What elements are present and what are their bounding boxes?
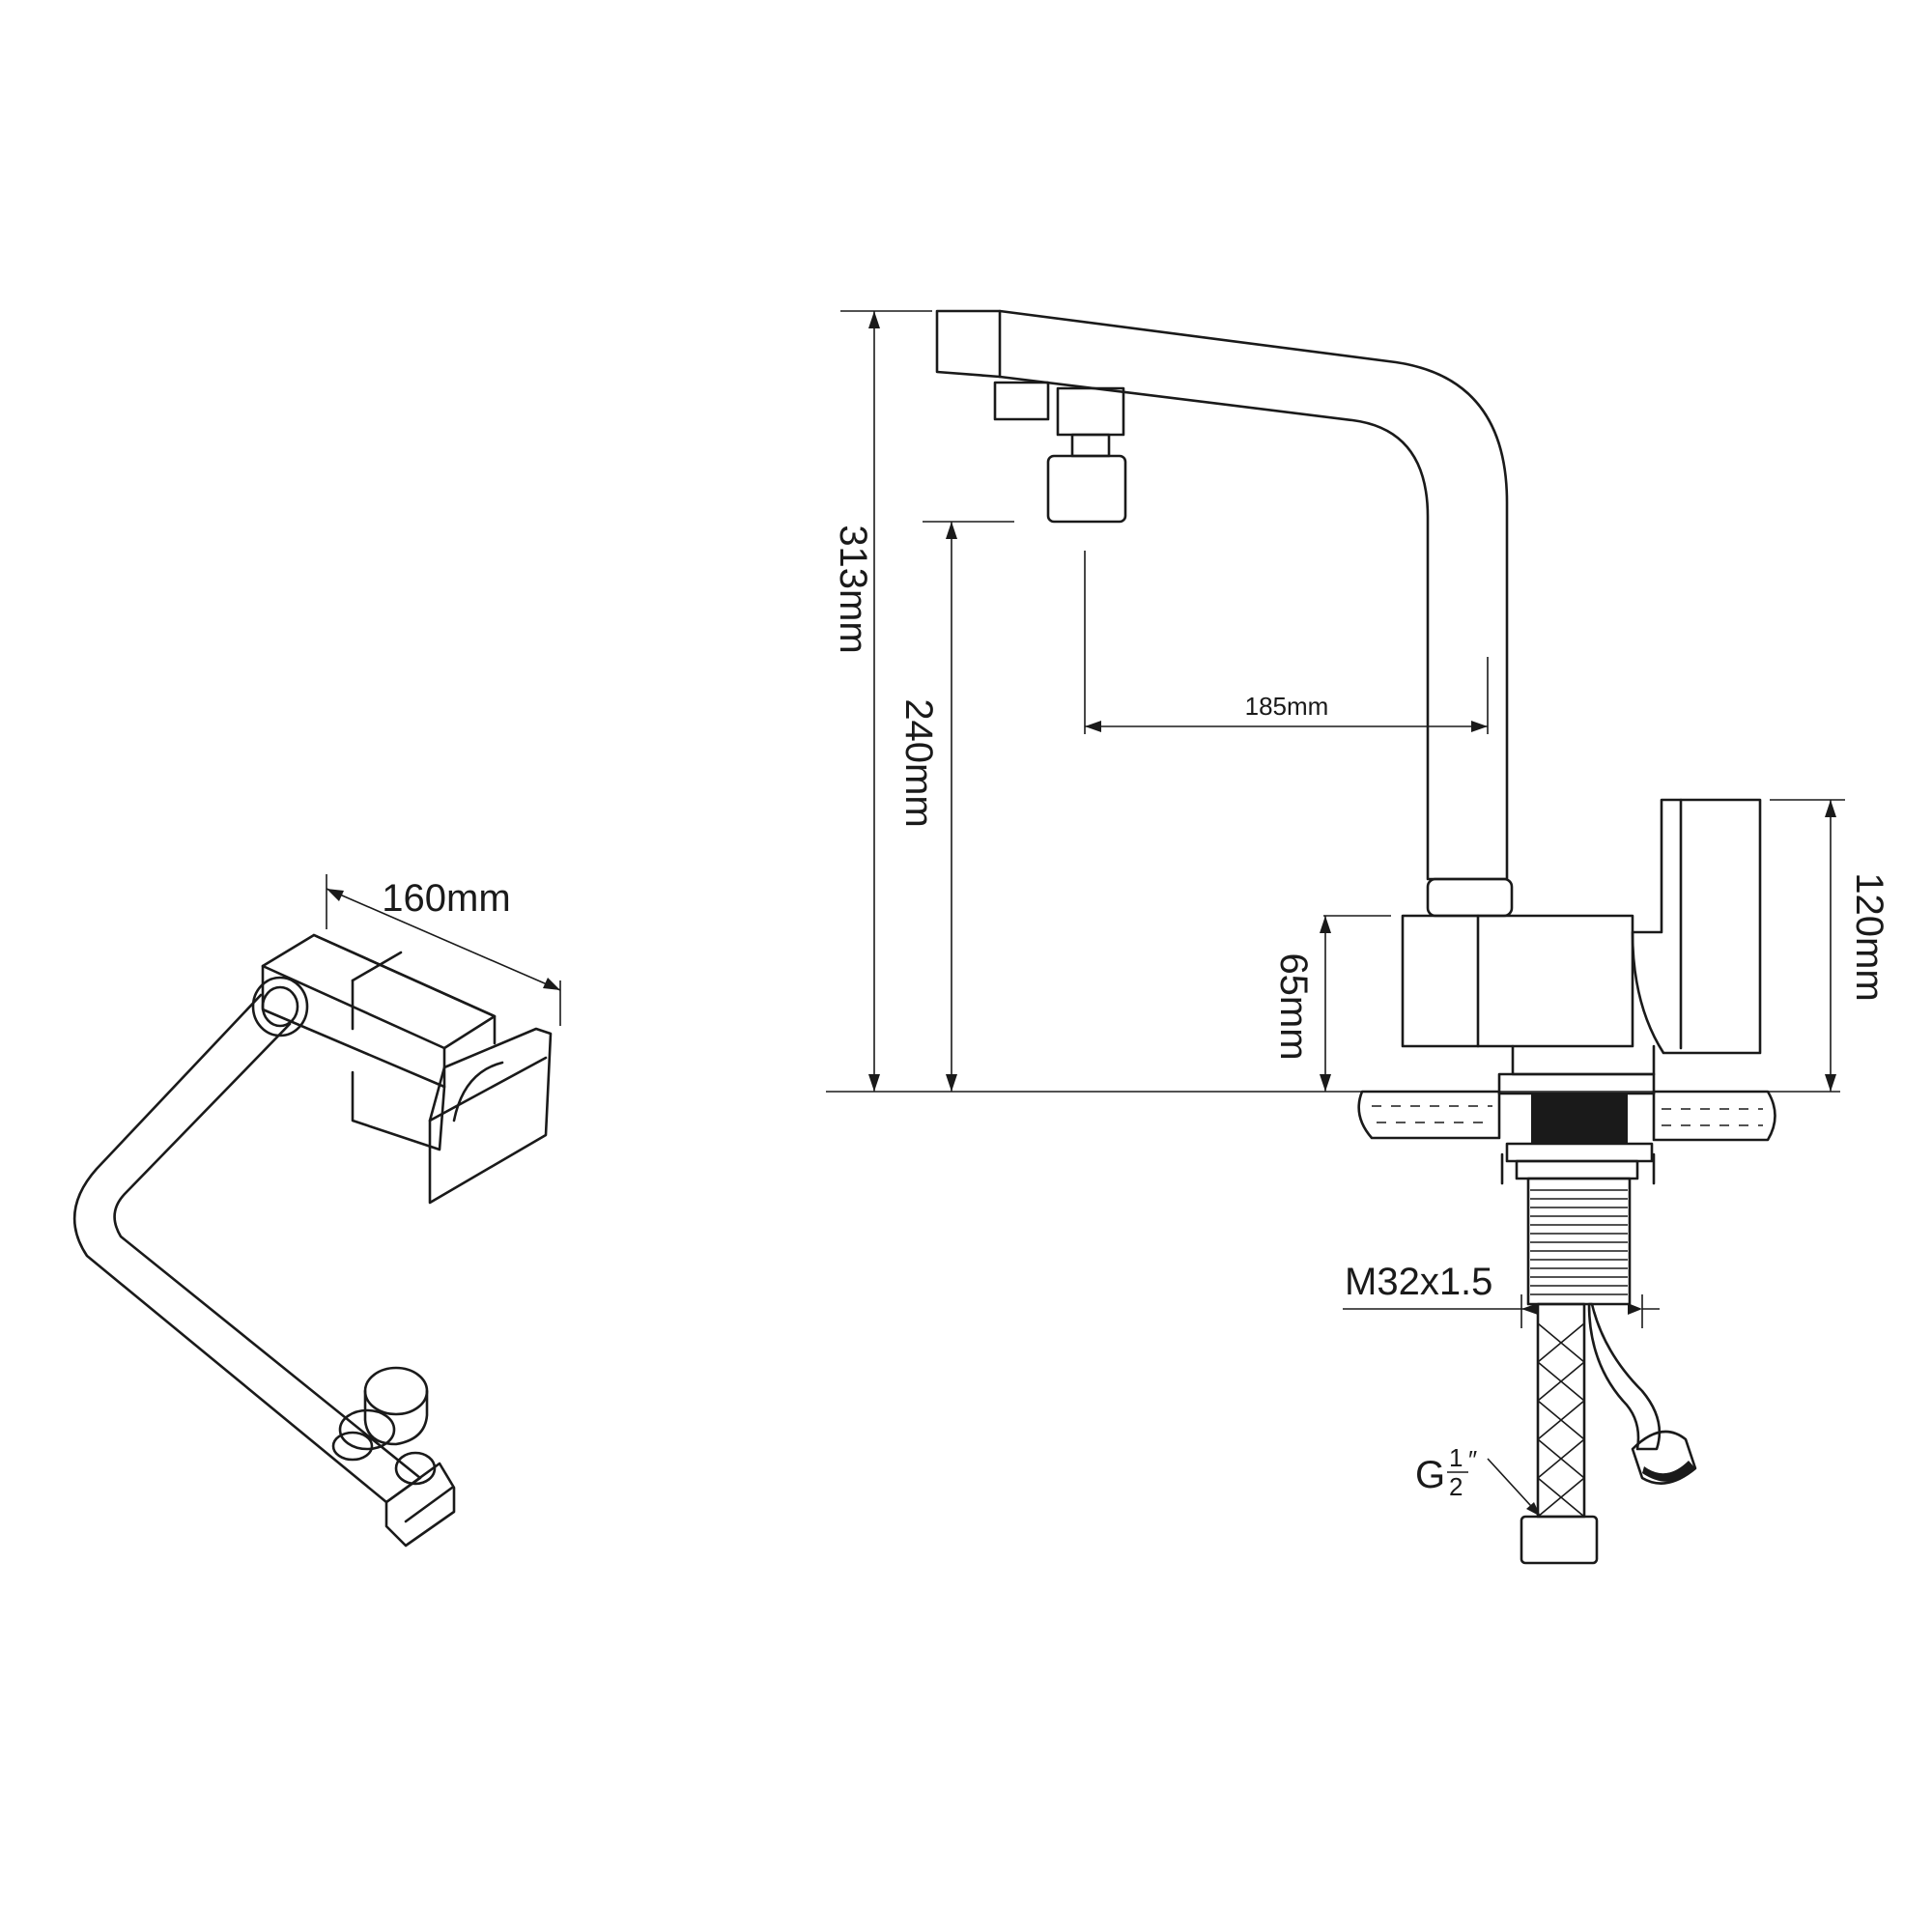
aerator — [993, 381, 1127, 524]
dimension-label-thread: M32x1.5 — [1345, 1261, 1492, 1303]
dimension-body-height: 65mm — [1272, 915, 1391, 1092]
spout — [935, 309, 1509, 881]
dimension-label-65mm: 65mm — [1272, 952, 1315, 1060]
dimension-label-240mm: 240mm — [897, 698, 940, 827]
iso-handle — [428, 1027, 553, 1205]
supply-hoses — [1520, 1302, 1697, 1565]
connector-label: G 1 2 ″ — [1415, 1443, 1542, 1518]
dimension-thread: M32x1.5 — [1343, 1261, 1660, 1328]
iso-body — [261, 933, 497, 1151]
dimension-total-height: 313mm — [832, 310, 932, 1092]
dimension-top-width: 160mm — [326, 874, 561, 1026]
connector-numerator: 1 — [1449, 1443, 1463, 1472]
dimension-label-185mm: 185mm — [1245, 692, 1329, 721]
lever-handle — [1631, 798, 1762, 1055]
mounting-shank — [1500, 1152, 1656, 1306]
faucet-body — [1401, 877, 1656, 1095]
dimension-label-120mm: 120mm — [1848, 872, 1890, 1001]
connector-letter: G — [1415, 1454, 1445, 1496]
countertop — [1357, 1090, 1776, 1163]
iso-spout — [72, 976, 422, 1504]
connector-mark: ″ — [1468, 1445, 1477, 1474]
dimension-spout-height: 240mm — [897, 521, 1014, 1092]
dimension-label-313mm: 313mm — [832, 525, 874, 653]
dimension-label-160mm: 160mm — [382, 877, 510, 920]
isometric-view: 160mm — [72, 874, 561, 1548]
iso-aerator — [331, 1366, 456, 1548]
dimension-spout-reach: 185mm — [1084, 551, 1489, 734]
connector-denominator: 2 — [1449, 1472, 1463, 1501]
side-view: 313mm 240mm 185mm 65mm — [826, 309, 1890, 1565]
dimension-handle-height: 120mm — [1770, 799, 1890, 1092]
